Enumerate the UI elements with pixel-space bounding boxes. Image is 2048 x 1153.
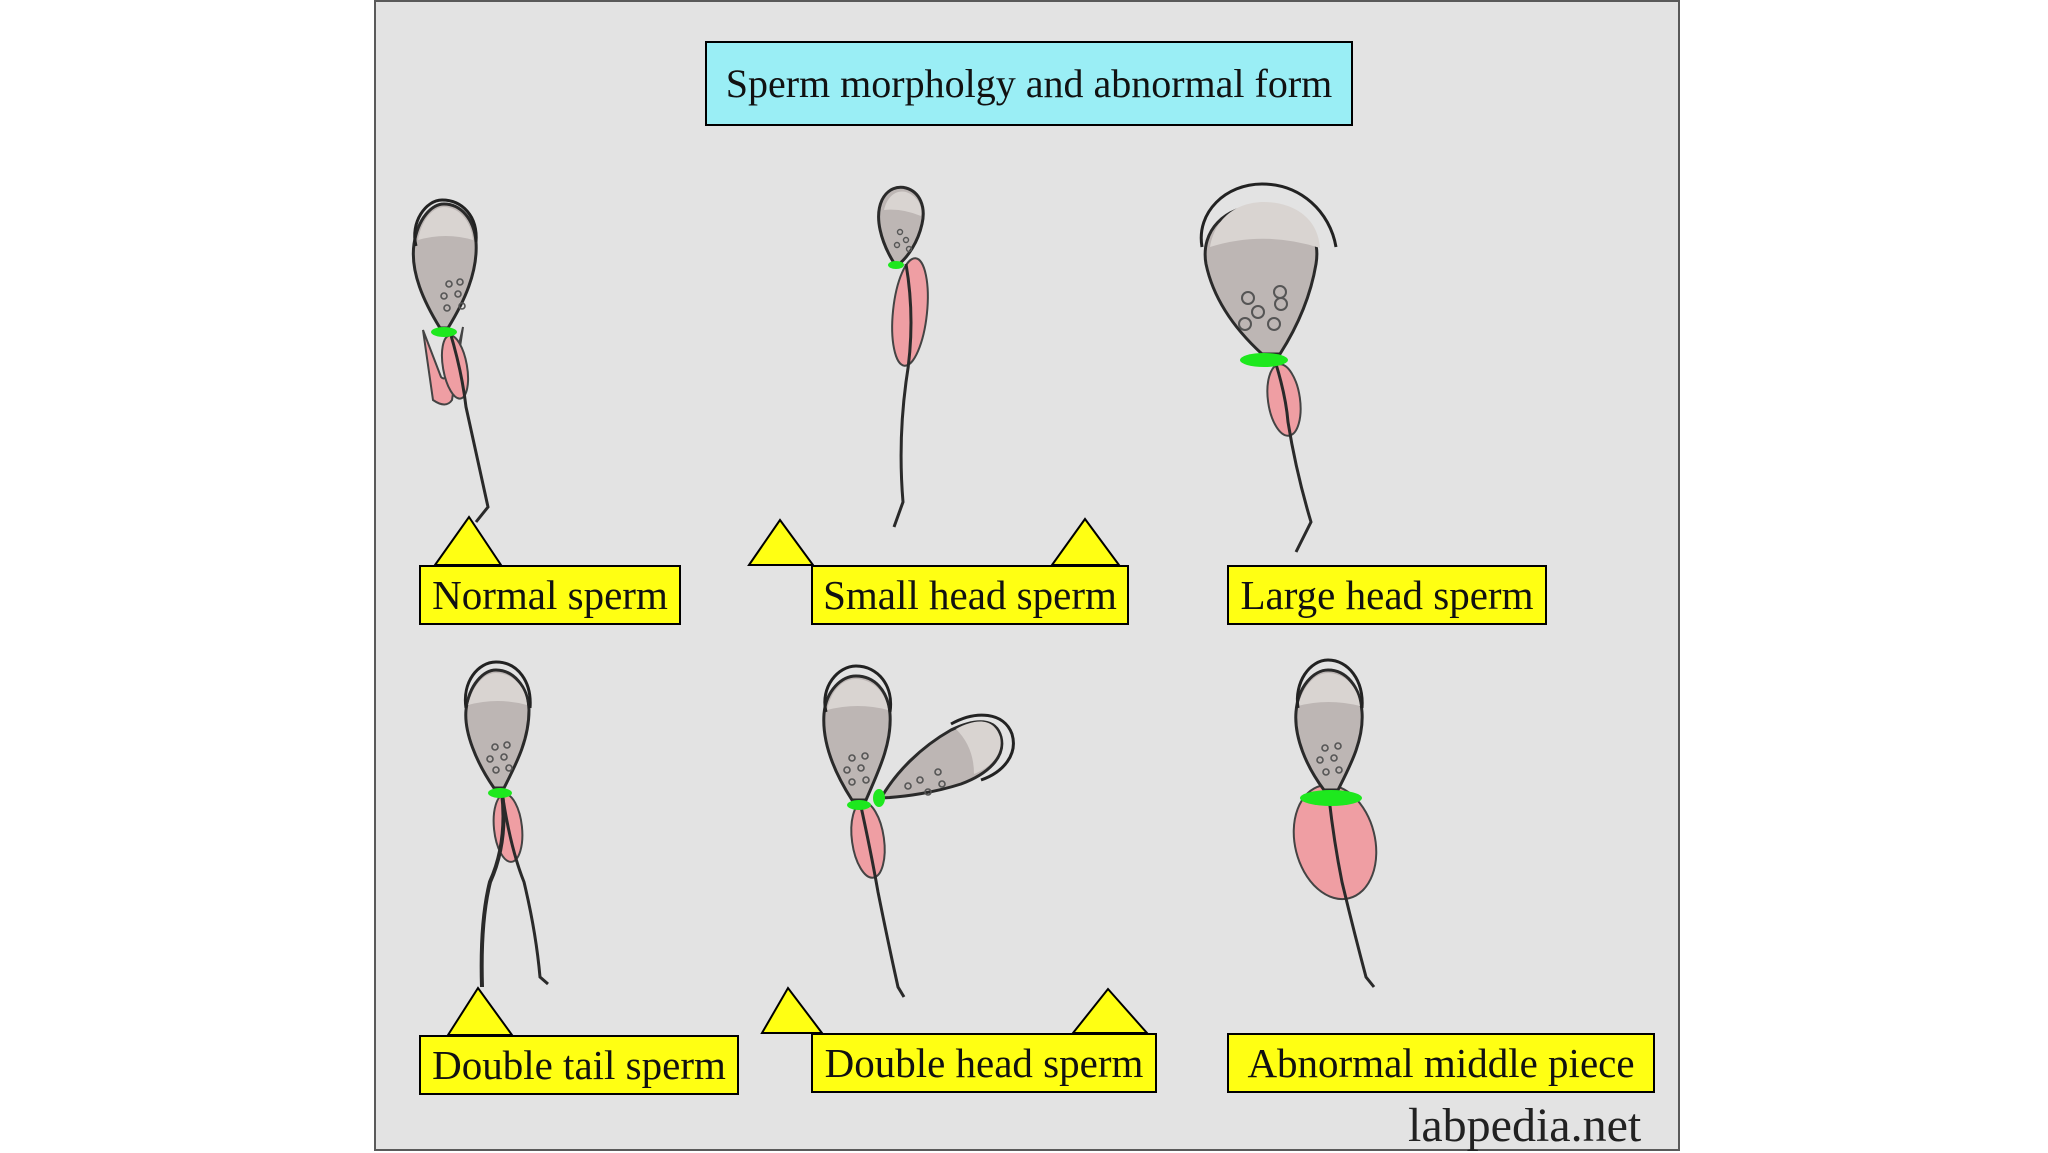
label-large-head-sperm: Large head sperm xyxy=(1227,565,1547,625)
watermark: labpedia.net xyxy=(1408,1099,1642,1152)
double-head-sperm-figure xyxy=(822,664,1015,998)
abnormal-middle-piece-figure xyxy=(1292,658,1378,988)
large-head-sperm-figure xyxy=(1199,182,1338,553)
label-small-head-sperm: Small head sperm xyxy=(811,565,1129,625)
diagram-title: Sperm morpholgy and abnormal form xyxy=(705,41,1353,126)
sperm-illustrations xyxy=(411,182,1378,1036)
label-pointers xyxy=(433,515,1150,1036)
normal-sperm-figure xyxy=(411,198,490,523)
label-double-head-sperm: Double head sperm xyxy=(811,1033,1157,1093)
small-head-sperm-figure xyxy=(877,185,929,528)
diagram-panel: Sperm morpholgy and abnormal form Normal… xyxy=(374,0,1680,1152)
label-double-tail-sperm: Double tail sperm xyxy=(419,1035,739,1095)
label-normal-sperm: Normal sperm xyxy=(419,565,681,625)
label-abnormal-middle-piece: Abnormal middle piece xyxy=(1227,1033,1655,1093)
double-tail-sperm-figure xyxy=(463,660,549,988)
